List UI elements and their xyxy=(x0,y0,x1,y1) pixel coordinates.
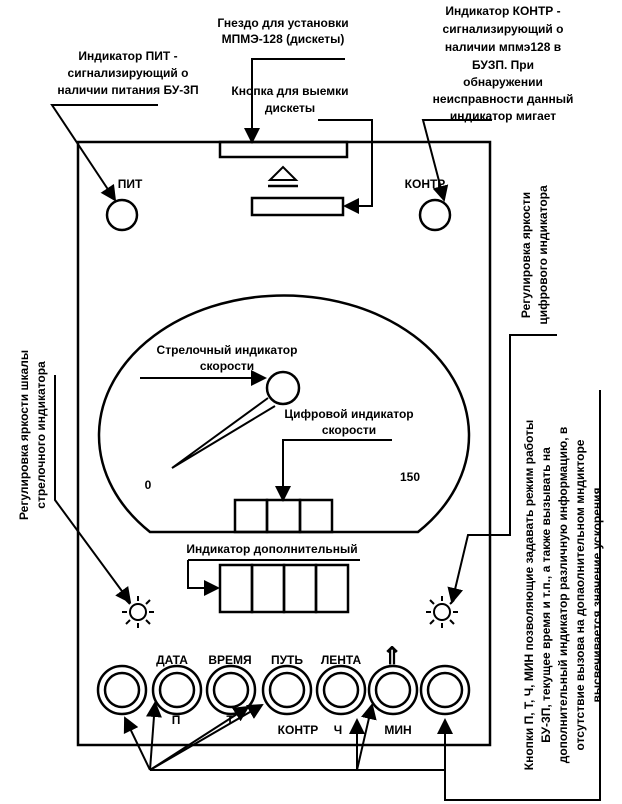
annotation-line: дополнительный индикатор различную инфор… xyxy=(556,427,570,764)
annotation-line: Стрелочный индикатор xyxy=(157,343,298,357)
annotation-line: сигнализирующий о xyxy=(443,22,564,36)
kontr-indicator xyxy=(418,198,452,232)
label-kontr-button: КОНТР xyxy=(278,723,319,737)
additional-indicator xyxy=(218,563,350,614)
annotation-line: БУЗП. При xyxy=(472,58,534,72)
annotation-line: скорости xyxy=(200,359,254,373)
annotation-line: обнаружении xyxy=(463,75,543,89)
annotation-line: Кнопки П, Т, Ч, МИН позволяющие задавать… xyxy=(522,420,536,770)
dial-brightness-sun-icon[interactable] xyxy=(122,596,154,628)
needle-pivot xyxy=(265,370,301,406)
annotation-additional: Индикатор дополнительный xyxy=(186,542,357,556)
annotation-line: наличии питания БУ-3П xyxy=(57,83,198,97)
eject-button[interactable] xyxy=(250,196,345,217)
label-lenta: ЛЕНТА xyxy=(321,653,362,667)
leader-slot xyxy=(244,58,345,144)
kontr-label: КОНТР xyxy=(405,177,446,191)
annotation-line: неисправности данный xyxy=(433,92,574,106)
label-vremya: ВРЕМЯ xyxy=(208,653,251,667)
annotation-line: скорости xyxy=(322,423,376,437)
mode-buttons xyxy=(96,664,471,716)
button-lenta-ch[interactable] xyxy=(315,664,367,716)
digital-speed-indicator xyxy=(233,498,334,534)
annotation-pit: Индикатор ПИТ - сигнализирующий о наличи… xyxy=(57,49,198,97)
annotation-line: БУ-3П, текущее время и т.п., а также выз… xyxy=(539,447,553,743)
diskette-slot[interactable] xyxy=(218,140,349,159)
button-1[interactable] xyxy=(96,664,148,716)
annotation-line: Индикатор ПИТ - xyxy=(78,49,177,63)
button-up-min[interactable] xyxy=(367,664,419,716)
annotation-line: Индикатор КОНТР - xyxy=(445,4,560,18)
annotation-line: Гнездо для установки xyxy=(217,16,348,30)
annotation-line: Кнопка для выемки xyxy=(231,84,348,98)
annotation-line: цифрового индикатора xyxy=(536,185,550,325)
button-data-p[interactable] xyxy=(151,664,203,716)
leader-additional xyxy=(187,560,220,596)
button-vremya-t[interactable] xyxy=(205,664,257,716)
label-data: ДАТА xyxy=(156,653,188,667)
button-7[interactable] xyxy=(419,664,471,716)
pit-label: ПИТ xyxy=(118,177,143,191)
annotation-digital-brightness: Регулировка яркости цифрового индикатора xyxy=(519,185,550,325)
annotation-dial-brightness: Регулировка яркости шкалы стрелочного ин… xyxy=(17,350,48,520)
annotation-line: отсутствие вызова на допаолнительном мнд… xyxy=(573,439,587,750)
annotation-line: наличии мпмэ128 в xyxy=(445,40,561,54)
annotation-needle: Стрелочный индикатор скорости xyxy=(157,343,298,373)
annotation-digital: Цифровой индикатор скорости xyxy=(284,407,413,437)
annotation-kontr: Индикатор КОНТР - сигнализирующий о нали… xyxy=(433,4,574,123)
leader-digital-brightness xyxy=(447,334,557,604)
label-p: П xyxy=(172,713,181,727)
leader-eject xyxy=(318,119,373,214)
scale-min: 0 xyxy=(145,478,152,492)
label-put: ПУТЬ xyxy=(271,653,303,667)
button-put-kontr[interactable] xyxy=(261,664,313,716)
annotation-slot: Гнездо для установки МПМЭ-128 (дискеты) xyxy=(217,16,348,46)
up-arrow-icon: ⇑ xyxy=(382,643,402,670)
annotation-line: Регулировка яркости шкалы xyxy=(17,350,31,520)
annotation-line: высвечивается значение ускорения xyxy=(590,487,604,702)
leader-digital xyxy=(275,439,392,502)
annotation-line: сигнализирующий о xyxy=(68,66,189,80)
speed-needle xyxy=(171,397,276,469)
button-leaders xyxy=(123,390,601,801)
label-t: Т xyxy=(226,713,234,727)
eject-icon[interactable] xyxy=(267,165,299,188)
pit-indicator xyxy=(105,198,139,232)
leader-dial-brightness xyxy=(54,375,132,604)
scale-max: 150 xyxy=(400,470,420,484)
label-ch: Ч xyxy=(334,723,342,737)
annotation-line: стрелочного индикатора xyxy=(34,361,48,509)
label-min: МИН xyxy=(384,723,411,737)
annotation-line: МПМЭ-128 (дискеты) xyxy=(222,32,345,46)
leader-pit xyxy=(50,104,158,202)
speed-dial xyxy=(97,294,471,534)
leader-kontr xyxy=(421,119,492,202)
annotation-buttons: Кнопки П, Т, Ч, МИН позволяющие задавать… xyxy=(522,420,604,770)
annotation-eject: Кнопка для выемки дискеты xyxy=(231,84,348,115)
annotation-line: дискеты xyxy=(265,101,315,115)
annotation-line: Цифровой индикатор xyxy=(284,407,413,421)
annotation-line: Регулировка яркости xyxy=(519,192,533,318)
